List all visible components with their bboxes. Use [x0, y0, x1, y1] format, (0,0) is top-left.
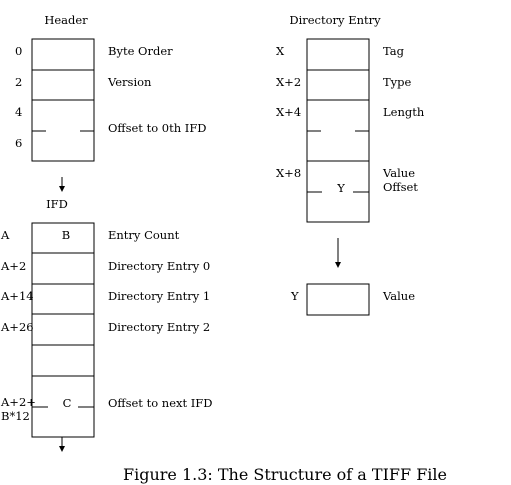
ifd-label-directory-entry-2: Directory Entry 2 [108, 320, 210, 334]
directory-entry-label-tag: Tag [383, 44, 405, 58]
ifd-offset-a-2: A+2 [0, 259, 26, 273]
value-box-offset-y: Y [290, 289, 299, 303]
header-label-offset-0th-ifd: Offset to 0th IFD [108, 121, 207, 135]
ifd-label-directory-entry-0: Directory Entry 0 [108, 259, 210, 273]
ifd-offset-a-26: A+26 [0, 320, 34, 334]
ifd-label-offset-next-ifd: Offset to next IFD [108, 396, 213, 410]
directory-entry-offset-x-4: X+4 [276, 105, 301, 119]
header-label-version: Version [107, 75, 152, 89]
ifd-offset-a: A [0, 228, 10, 242]
directory-entry-title: Directory Entry [289, 13, 381, 27]
directory-entry-cell-y: Y [336, 181, 345, 195]
ifd-label-entry-count: Entry Count [108, 228, 180, 242]
ifd-offset-b-12: B*12 [1, 409, 30, 423]
directory-entry-offset-x-2: X+2 [276, 75, 301, 89]
figure-caption: Figure 1.3: The Structure of a TIFF File [123, 465, 447, 484]
arrow-entry-to-value [335, 238, 341, 268]
header-box [31, 38, 95, 162]
value-box [306, 283, 370, 316]
directory-entry-label-value: Value [382, 166, 415, 180]
directory-entry-label-type: Type [383, 75, 412, 89]
header-label-byte-order: Byte Order [108, 44, 173, 58]
header-title: Header [44, 13, 88, 27]
ifd-box [31, 222, 95, 438]
directory-entry-offset-x-8: X+8 [276, 166, 301, 180]
header-offset-6: 6 [15, 136, 22, 150]
directory-entry-offset-x: X [276, 44, 285, 58]
directory-entry-box [306, 38, 370, 223]
ifd-title: IFD [46, 197, 68, 211]
header-offset-2: 2 [15, 75, 22, 89]
header-offset-4: 4 [15, 105, 22, 119]
ifd-label-directory-entry-1: Directory Entry 1 [108, 289, 210, 303]
ifd-cell-entry-count: B [62, 228, 70, 242]
directory-entry-label-offset: Offset [383, 180, 418, 194]
ifd-cell-next-offset: C [63, 396, 72, 410]
header-offset-0: 0 [15, 44, 22, 58]
value-box-label: Value [382, 289, 415, 303]
ifd-offset-a-2-plus: A+2+ [0, 395, 36, 409]
directory-entry-label-length: Length [383, 105, 425, 119]
ifd-offset-a-14: A+14 [0, 289, 34, 303]
arrow-header-to-ifd [59, 177, 65, 192]
arrow-ifd-down [59, 437, 65, 452]
